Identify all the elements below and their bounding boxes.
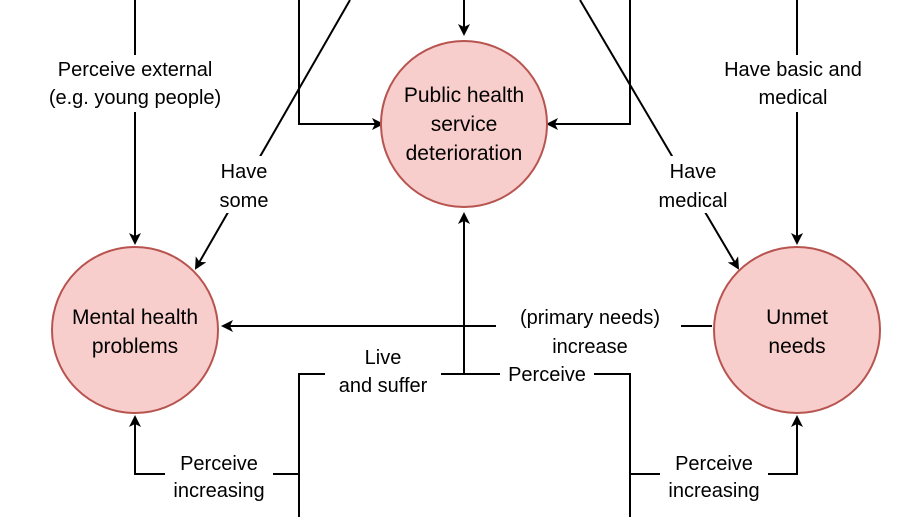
label-have-some-line1: Have (221, 161, 268, 183)
label-live-and-suffer: Live and suffer (339, 347, 428, 397)
label-have-medical-line2: medical (659, 190, 728, 212)
label-perceive-increasing-right-line1: Perceive (675, 453, 753, 475)
label-perceive-external-line2: (e.g. young people) (49, 87, 221, 109)
edge-bottom-frame (298, 373, 631, 517)
label-primary-needs-line2: increase (552, 336, 628, 358)
edge-have-medical (579, 0, 740, 270)
label-perceive-increasing-left: Perceive increasing (173, 453, 264, 502)
node-mental-health-line2: problems (92, 335, 178, 358)
label-perceive-external-line1: Perceive external (58, 59, 213, 81)
label-perceive-increasing-right-line2: increasing (668, 480, 759, 502)
label-have-medical: Have medical (659, 161, 728, 212)
label-perceive-increasing-right: Perceive increasing (668, 453, 759, 502)
label-have-basic-medical-line1: Have basic and (724, 59, 862, 81)
label-have-basic-medical-line2: medical (759, 87, 828, 109)
label-have-some-line2: some (220, 190, 269, 212)
label-primary-needs: (primary needs) increase (520, 307, 660, 358)
label-perceive: Perceive (508, 364, 586, 386)
node-mental-health[interactable]: Mental health problems (51, 246, 219, 414)
node-public-health-line3: deterioration (406, 142, 523, 165)
edge-right-bracket (546, 0, 631, 130)
node-unmet-needs-line2: needs (768, 335, 825, 358)
label-perceive-increasing-left-line2: increasing (173, 480, 264, 502)
node-unmet-needs[interactable]: Unmet needs (713, 246, 881, 414)
edge-have-some (195, 0, 351, 270)
node-mental-health-line1: Mental health (72, 306, 198, 329)
label-have-basic-medical: Have basic and medical (724, 59, 862, 109)
label-perceive-increasing-left-line1: Perceive (180, 453, 258, 475)
label-live-and-suffer-line1: Live (365, 347, 402, 369)
label-primary-needs-line1: (primary needs) (520, 307, 660, 329)
label-have-some: Have some (220, 161, 269, 212)
label-have-medical-line1: Have (670, 161, 717, 183)
node-public-health-line2: service (431, 113, 498, 136)
node-public-health-line1: Public health (404, 84, 524, 107)
label-live-and-suffer-line2: and suffer (339, 375, 428, 397)
edge-left-bracket (298, 0, 384, 130)
node-public-health[interactable]: Public health service deterioration (380, 40, 548, 208)
label-perceive-external: Perceive external (e.g. young people) (49, 59, 221, 109)
node-unmet-needs-line1: Unmet (766, 306, 828, 329)
